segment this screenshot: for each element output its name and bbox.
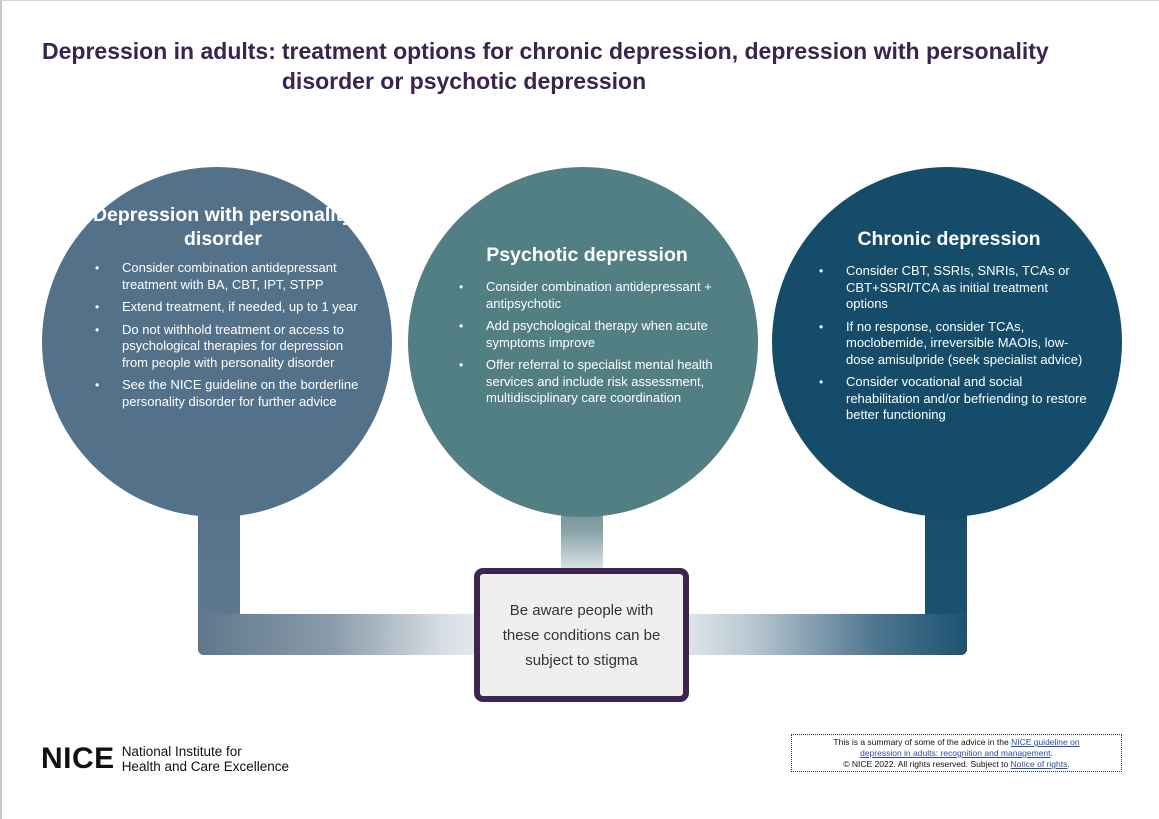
list-item: If no response, consider TCAs, moclobemi… [812, 319, 1092, 369]
stigma-text: Be aware people with these conditions ca… [502, 601, 661, 669]
logo-line-1: National Institute for [121, 744, 242, 759]
list-item: Consider combination antidepressant trea… [88, 260, 364, 293]
connector-left-horizontal [198, 614, 498, 655]
connector-right-horizontal [660, 614, 967, 655]
logo-text: National Institute for Health and Care E… [122, 744, 289, 774]
page-border-left [0, 0, 2, 819]
list-item: See the NICE guideline on the borderline… [88, 377, 364, 410]
circle-psychotic-depression: Psychotic depression Consider combinatio… [408, 167, 758, 517]
page-border-top [0, 0, 1159, 1]
list-item: Consider combination antidepressant + an… [452, 279, 728, 312]
logo-line-2: Health and Care Excellence [121, 759, 290, 774]
circle-heading: Depression with personality disorder [92, 204, 354, 250]
bullet-list: Consider combination antidepressant trea… [88, 260, 364, 410]
list-item: Extend treatment, if needed, up to 1 yea… [88, 299, 364, 316]
bullet-list: Consider CBT, SSRIs, SNRIs, TCAs or CBT+… [812, 263, 1092, 424]
nice-logo: NICE National Institute for Health and C… [41, 742, 289, 776]
note-prefix: This is a summary of some of the advice … [833, 737, 1012, 747]
circle-heading: Chronic depression [857, 228, 1041, 250]
list-item: Consider vocational and social rehabilit… [812, 374, 1092, 424]
title-prefix: Depression in adults: [42, 38, 276, 64]
list-item: Do not withhold treatment or access to p… [88, 322, 364, 372]
guideline-link[interactable]: NICE guideline on [1011, 737, 1080, 747]
page-title: Depression in adults: treatment options … [42, 36, 1142, 96]
stigma-box: Be aware people with these conditions ca… [474, 568, 689, 702]
footer-note: This is a summary of some of the advice … [791, 734, 1122, 772]
rights-text: © NICE 2022. All rights reserved. Subjec… [843, 759, 1011, 769]
circle-personality-disorder: Depression with personality disorder Con… [42, 167, 392, 517]
notice-of-rights-link[interactable]: Notice of rights [1010, 759, 1068, 769]
bullet-list: Consider combination antidepressant + an… [452, 279, 728, 407]
title-main: treatment options for chronic depression… [281, 38, 1049, 94]
list-item: Add psychological therapy when acute sym… [452, 318, 728, 351]
circle-heading: Psychotic depression [486, 244, 688, 266]
list-item: Consider CBT, SSRIs, SNRIs, TCAs or CBT+… [812, 263, 1092, 313]
logo-mark: NICE [41, 742, 115, 775]
list-item: Offer referral to specialist mental heal… [452, 357, 728, 407]
circle-chronic-depression: Chronic depression Consider CBT, SSRIs, … [772, 167, 1122, 517]
guideline-link-continued[interactable]: depression in adults: recognition and ma… [860, 748, 1051, 758]
